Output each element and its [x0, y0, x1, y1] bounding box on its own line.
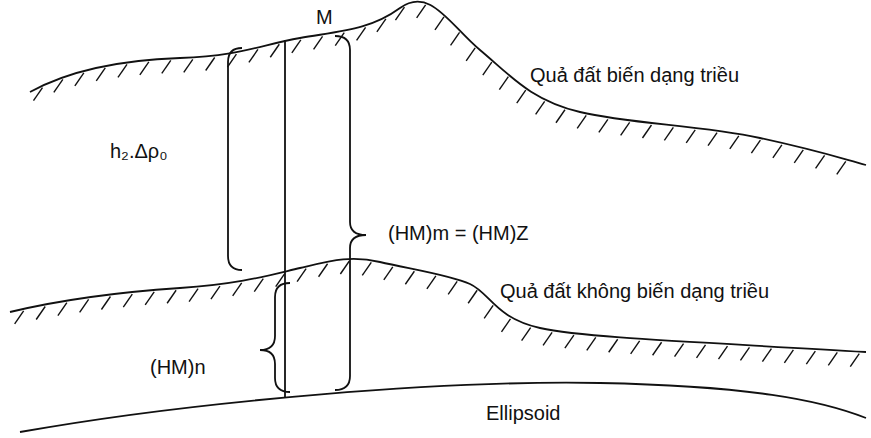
hatch-mark: [33, 88, 42, 101]
hatch-mark: [270, 44, 279, 57]
hatch-mark: [451, 32, 460, 45]
hatch-mark: [484, 305, 493, 318]
hatch-mark: [340, 261, 349, 274]
hatch-mark: [254, 279, 263, 292]
hatch-mark: [536, 101, 545, 114]
hatch-mark: [468, 290, 477, 303]
hatch-mark: [517, 90, 526, 103]
hatch-mark: [80, 299, 89, 312]
hatch-mark: [784, 350, 793, 363]
hatch-mark: [427, 276, 436, 289]
vertical-line: [284, 40, 286, 398]
hatch-mark: [75, 73, 84, 86]
hatch-mark: [621, 122, 630, 135]
hatch-mark: [435, 17, 444, 30]
hatch-mark: [292, 40, 301, 53]
hatch-mark: [233, 283, 242, 296]
hatch-mark: [377, 19, 386, 32]
hatch-mark: [384, 267, 393, 280]
surface-label: Ellipsoid: [484, 402, 562, 425]
undeformed-earth-surface: [10, 259, 866, 352]
hatch-mark: [773, 145, 782, 158]
hatch-mark: [794, 150, 803, 163]
hatch-mark: [162, 60, 171, 73]
deformed-earth-surface: [30, 2, 866, 165]
hatch-mark: [740, 347, 749, 360]
hatch-mark: [123, 294, 132, 307]
hatch-mark: [599, 119, 608, 132]
hatch-mark: [609, 339, 618, 352]
hatch-mark: [417, 5, 426, 18]
hatch-mark: [319, 264, 328, 277]
hatch-mark: [297, 269, 306, 282]
point-label: M: [314, 6, 335, 29]
height-label: (HM)m = (HM)Z: [386, 222, 531, 245]
formula-label: h₂.Δρ₀: [108, 140, 169, 163]
brace: [260, 283, 290, 392]
hatch-mark: [395, 7, 404, 20]
hatch-mark: [762, 349, 771, 362]
hatch-mark: [211, 286, 220, 299]
hatch-mark: [751, 140, 760, 153]
hatch-mark: [362, 262, 371, 275]
hatch-mark: [543, 332, 552, 345]
hatch-mark: [718, 346, 727, 359]
hatch-mark: [556, 110, 565, 123]
hatch-mark: [522, 328, 531, 341]
hatch-mark: [806, 351, 815, 364]
hatch-mark: [227, 54, 236, 67]
hatch-mark: [850, 354, 859, 367]
hatch-mark: [206, 57, 215, 70]
hatch-mark: [96, 68, 105, 81]
height-label: (HM)n: [148, 356, 208, 379]
hatch-mark: [357, 27, 366, 40]
hatch-mark: [828, 352, 837, 365]
hatch-mark: [631, 341, 640, 354]
hatch-mark: [15, 311, 24, 324]
hatch-mark: [664, 127, 673, 140]
hatch-mark: [145, 292, 154, 305]
hatch-mark: [653, 342, 662, 355]
brace: [335, 36, 366, 390]
hatch-mark: [501, 319, 510, 332]
hatch-mark: [675, 344, 684, 357]
ellipsoid-curve: [20, 383, 866, 432]
hatch-mark: [58, 303, 67, 316]
hatch-mark: [249, 49, 258, 62]
hatch-mark: [587, 337, 596, 350]
hatch-mark: [448, 281, 457, 294]
hatch-mark: [101, 297, 110, 310]
hatch-mark: [686, 130, 695, 143]
hatch-mark: [565, 335, 574, 348]
hatch-mark: [314, 36, 323, 49]
hatch-mark: [816, 155, 825, 168]
surface-label: Quả đất không biến dạng triều: [498, 280, 771, 303]
hatch-mark: [167, 290, 176, 303]
hatch-mark: [730, 136, 739, 149]
hatch-mark: [642, 125, 651, 138]
hatch-mark: [276, 274, 285, 287]
hatch-mark: [708, 133, 717, 146]
surface-label: Quả đất biến dạng triều: [528, 64, 741, 87]
hatch-mark: [483, 62, 492, 75]
hatch-mark: [54, 79, 63, 92]
hatch-mark: [499, 77, 508, 90]
hatch-mark: [189, 289, 198, 302]
hatch-mark: [184, 59, 193, 72]
hatch-mark: [697, 345, 706, 358]
bracket: [228, 48, 242, 270]
hatch-mark: [140, 62, 149, 75]
hatch-mark: [577, 115, 586, 128]
hatch-mark: [837, 161, 846, 174]
hatch-mark: [405, 271, 414, 284]
hatch-mark: [466, 48, 475, 61]
hatch-mark: [335, 33, 344, 46]
hatch-mark: [36, 306, 45, 319]
hatch-mark: [118, 64, 127, 77]
